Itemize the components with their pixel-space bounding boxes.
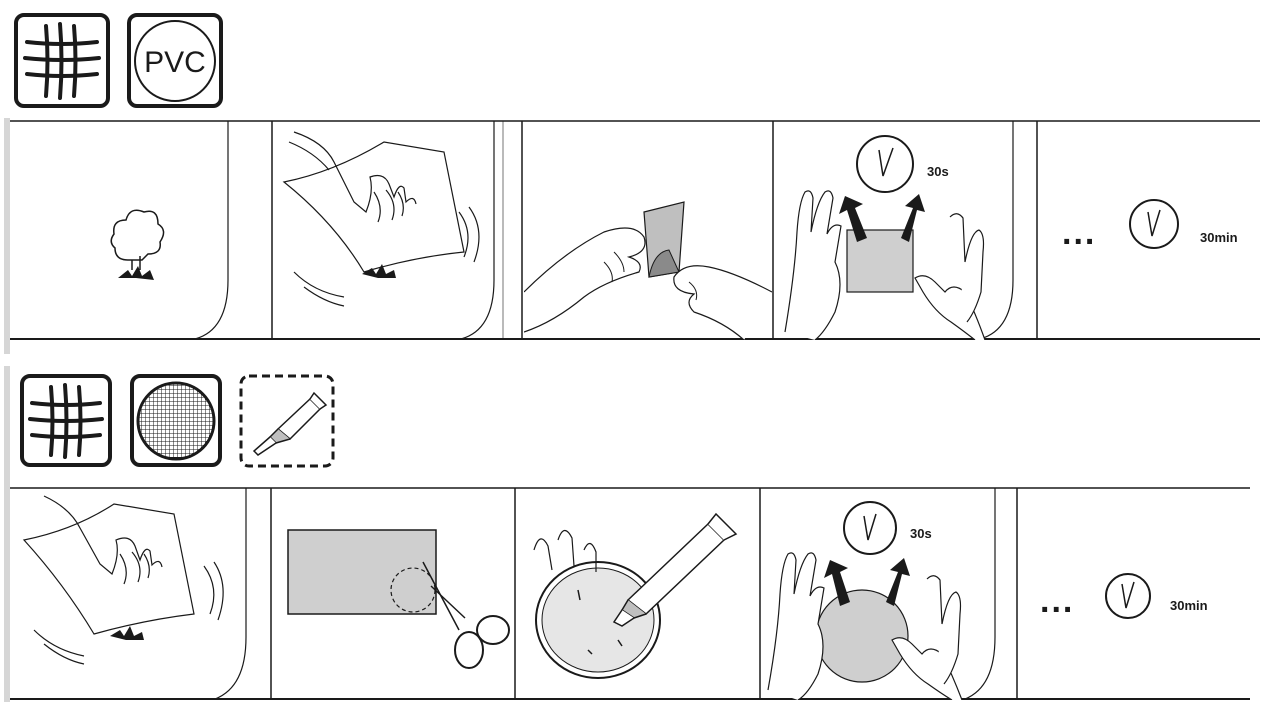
step-wipe-dry [274, 122, 510, 340]
timer-icon [1130, 200, 1178, 248]
step-wipe-dry [14, 490, 254, 700]
step-press-patch: 30s [775, 122, 1027, 340]
step-wait-cure: ... 30min [1020, 556, 1240, 646]
ellipsis: ... [1040, 582, 1074, 620]
step-apply-glue [518, 490, 750, 700]
pvc-text: PVC [144, 46, 206, 79]
step-cut-patch [273, 490, 513, 700]
step-wait-cure: ... 30min [1040, 180, 1260, 280]
timer-label-30s: 30s [927, 164, 949, 179]
timer-label-30min: 30min [1170, 598, 1208, 613]
timer-label-30s: 30s [910, 526, 932, 541]
timer-icon [1106, 574, 1150, 618]
step-clean-surface [70, 190, 210, 300]
glue-tube-icon [238, 373, 336, 469]
mesh-circle-icon [129, 373, 223, 468]
pvc-material-icon: PVC [126, 12, 224, 109]
fabric-grid-icon [13, 12, 111, 109]
timer-icon [857, 136, 913, 192]
ellipsis: ... [1062, 214, 1096, 252]
step-peel-backing [524, 122, 772, 340]
step-press-patch: 30s [762, 490, 1007, 700]
fabric-grid-icon [19, 373, 113, 468]
section-pvc: PVC [0, 0, 1261, 350]
timer-label-30min: 30min [1200, 230, 1238, 245]
section-fabric: 30s ... 30min [0, 360, 1261, 702]
timer-icon [844, 502, 896, 554]
